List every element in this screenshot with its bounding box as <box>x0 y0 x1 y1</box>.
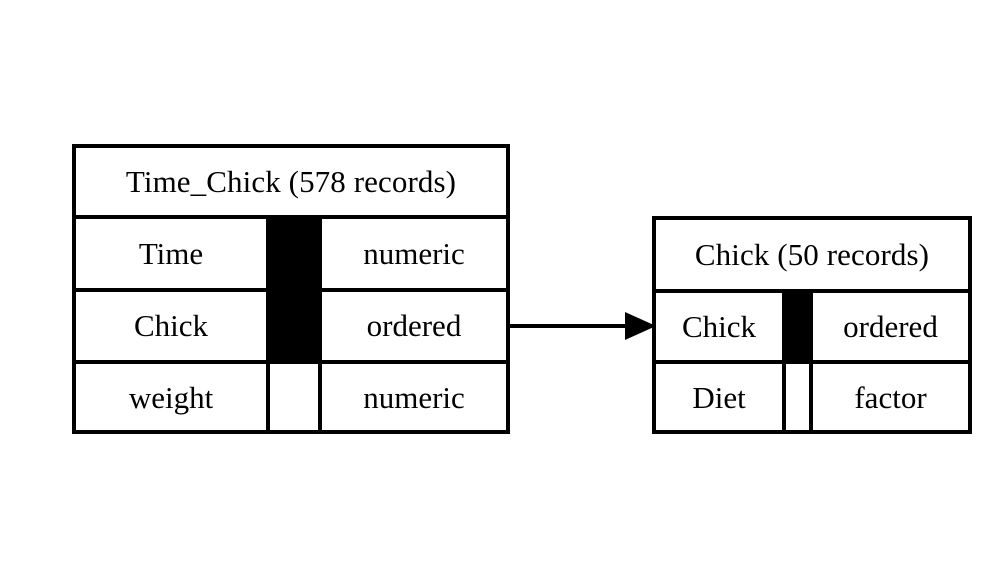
primary-key-marker <box>266 218 322 288</box>
field-name: weight <box>76 364 266 431</box>
primary-key-marker <box>782 364 813 430</box>
primary-key-marker <box>266 364 322 431</box>
arrow-head <box>625 312 656 340</box>
entity-title-time-chick: Time_Chick (578 records) <box>76 148 506 215</box>
field-type: numeric <box>322 218 506 288</box>
table-row[interactable]: Chick ordered <box>76 287 506 361</box>
field-type: numeric <box>322 364 506 431</box>
primary-key-marker <box>266 291 322 361</box>
table-row[interactable]: Diet factor <box>656 360 968 430</box>
field-name: Chick <box>656 292 782 361</box>
field-name: Chick <box>76 291 266 361</box>
arrow-right-icon <box>510 312 656 340</box>
entity-table-time-chick[interactable]: Time_Chick (578 records) Time numeric Ch… <box>72 144 510 434</box>
field-type: factor <box>813 364 968 430</box>
field-name: Time <box>76 218 266 288</box>
entity-title-chick: Chick (50 records) <box>656 220 968 289</box>
field-type: ordered <box>322 291 506 361</box>
table-row[interactable]: weight numeric <box>76 360 506 431</box>
entity-table-chick[interactable]: Chick (50 records) Chick ordered Diet fa… <box>652 216 972 434</box>
table-row[interactable]: Chick ordered <box>656 288 968 361</box>
field-type: ordered <box>813 292 968 361</box>
primary-key-marker <box>782 292 813 361</box>
field-name: Diet <box>656 364 782 430</box>
table-row[interactable]: Time numeric <box>76 214 506 288</box>
